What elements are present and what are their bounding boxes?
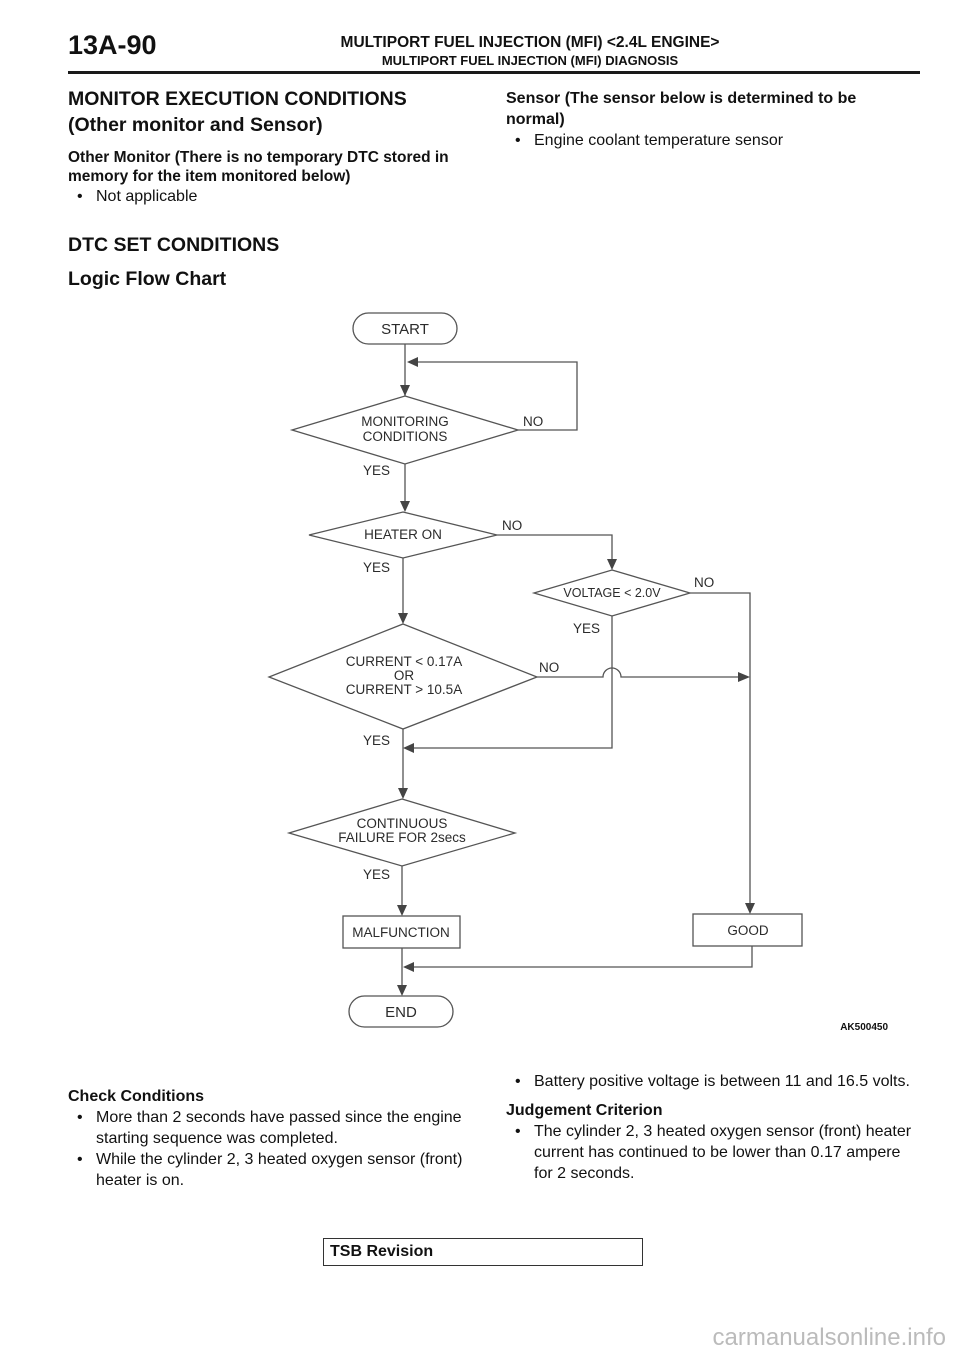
flow-line-heater-no <box>497 534 613 560</box>
current-no-label: NO <box>539 660 559 675</box>
start-terminal <box>352 312 458 345</box>
dtc-title: DTC SET CONDITIONS <box>68 234 280 256</box>
voltage-no-label: NO <box>694 575 714 590</box>
other-monitor-list: Not applicable <box>68 186 488 207</box>
arrowhead <box>403 962 414 972</box>
arrowhead <box>738 672 750 682</box>
monitoring-conditions-decision <box>289 395 521 465</box>
heater-on-decision <box>308 511 498 559</box>
list-item: Engine coolant temperature sensor <box>506 130 906 151</box>
voltage-decision <box>531 569 693 617</box>
other-monitor-label: Other Monitor (There is no temporary DTC… <box>68 149 449 185</box>
check-conditions-block: Check Conditions More than 2 seconds hav… <box>68 1086 488 1191</box>
judgement-block: Battery positive voltage is between 11 a… <box>506 1071 916 1184</box>
sensor-list: Engine coolant temperature sensor <box>506 130 906 151</box>
section-subtitle: MULTIPORT FUEL INJECTION (MFI) DIAGNOSIS <box>381 53 679 68</box>
monitor-title-line1: MONITOR EXECUTION CONDITIONS <box>68 88 407 110</box>
start-label: START <box>381 321 429 338</box>
watermark: carmanualsonline.info <box>712 1324 946 1351</box>
arrowhead <box>398 788 408 799</box>
judgement-list: The cylinder 2, 3 heated oxygen sensor (… <box>506 1121 916 1184</box>
arrowhead <box>403 743 414 753</box>
check-conditions-list: More than 2 seconds have passed since th… <box>68 1107 488 1191</box>
flow-line-voltage-yes <box>414 616 613 749</box>
list-item: More than 2 seconds have passed since th… <box>68 1107 488 1149</box>
arrowhead <box>607 559 617 570</box>
malfunction-label: MALFUNCTION <box>352 925 450 940</box>
arrowhead <box>407 357 418 367</box>
heater-no-label: NO <box>502 518 522 533</box>
end-terminal <box>348 995 454 1028</box>
arrowhead <box>400 501 410 512</box>
continuous-yes-label: YES <box>363 867 390 882</box>
arrowhead <box>745 903 755 914</box>
figure-code: AK500450 <box>840 1022 888 1033</box>
heater-yes-label: YES <box>363 560 390 575</box>
arrowhead <box>397 905 407 916</box>
check-conditions-title: Check Conditions <box>68 1088 205 1105</box>
tsb-revision-box: TSB Revision <box>323 1238 643 1266</box>
header-rule <box>68 71 920 74</box>
current-label-line3: CURRENT > 10.5A <box>346 682 462 697</box>
malfunction-box <box>342 915 461 949</box>
check-conditions-list-continued: Battery positive voltage is between 11 a… <box>506 1071 916 1092</box>
sensor-label: Sensor (The sensor below is determined t… <box>506 90 857 128</box>
flow-line-current-no <box>537 667 738 678</box>
arrowhead <box>398 613 408 624</box>
voltage-yes-label: YES <box>573 621 600 636</box>
monitoring-yes-label: YES <box>363 463 390 478</box>
monitoring-label-line2: CONDITIONS <box>363 429 448 444</box>
flow-line-monitoring-no <box>418 361 578 431</box>
list-item: Not applicable <box>68 186 488 207</box>
sensor-block: Sensor (The sensor below is determined t… <box>506 88 906 151</box>
arrowhead <box>400 385 410 396</box>
heater-on-label: HEATER ON <box>364 527 442 542</box>
good-label: GOOD <box>727 923 769 938</box>
arrowhead <box>397 985 407 996</box>
current-label-line1: CURRENT < 0.17A <box>346 654 462 669</box>
end-label: END <box>385 1004 417 1021</box>
monitoring-label-line1: MONITORING <box>361 414 449 429</box>
continuous-failure-decision <box>286 798 518 867</box>
current-decision <box>267 623 539 730</box>
good-box <box>692 913 803 947</box>
flow-line-good <box>414 946 753 968</box>
tsb-revision-label: TSB Revision <box>330 1243 434 1260</box>
page-number: 13A-90 <box>68 30 157 60</box>
list-item: While the cylinder 2, 3 heated oxygen se… <box>68 1149 488 1191</box>
monitor-title-line2: (Other monitor and Sensor) <box>68 114 323 136</box>
current-yes-label: YES <box>363 733 390 748</box>
continuous-label-line2: FAILURE FOR 2secs <box>338 830 466 845</box>
section-title: MULTIPORT FUEL INJECTION (MFI) <2.4L ENG… <box>340 34 720 51</box>
continuous-label-line1: CONTINUOUS <box>357 816 448 831</box>
monitor-conditions-block: MONITOR EXECUTION CONDITIONS (Other moni… <box>68 86 488 207</box>
flow-line-voltage-no <box>690 592 751 903</box>
list-item: Battery positive voltage is between 11 a… <box>506 1071 916 1092</box>
current-label-line2: OR <box>394 668 415 683</box>
voltage-label: VOLTAGE < 2.0V <box>563 586 661 600</box>
list-item: The cylinder 2, 3 heated oxygen sensor (… <box>506 1121 916 1184</box>
logic-flow-chart: START MONITORING CONDITIONS NO YES HEATE… <box>267 312 888 1033</box>
monitoring-no-label: NO <box>523 414 543 429</box>
logic-flow-chart-title: Logic Flow Chart <box>68 268 227 290</box>
judgement-title: Judgement Criterion <box>506 1102 663 1119</box>
